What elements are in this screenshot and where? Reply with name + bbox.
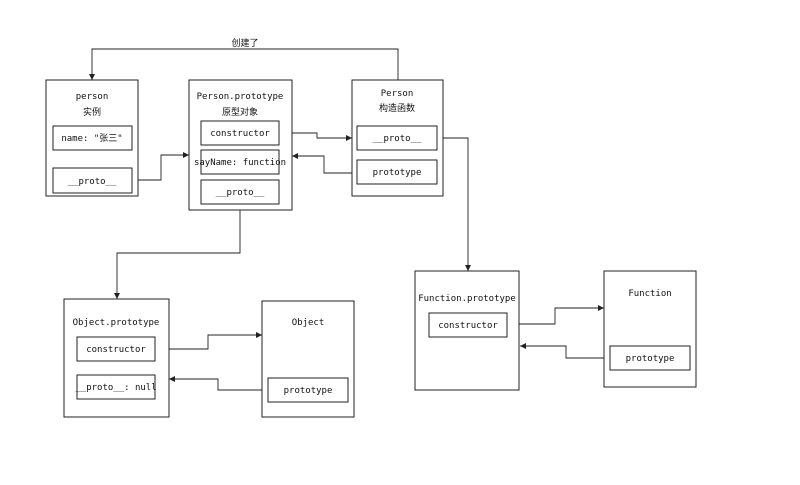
edge-function-constructor-to-Function: [507, 305, 604, 325]
node-Person-title: Person: [381, 89, 414, 99]
edge-prototype-proto-to-Object-prototype: [114, 210, 241, 299]
node-object-prototype: Object.prototype constructor __proto__: …: [63, 298, 170, 418]
node-person: person 实例 name: "张三" __proto__: [45, 79, 139, 197]
node-Object-prototype: prototype: [284, 386, 333, 396]
node-function-prototype-constructor: constructor: [438, 321, 498, 331]
node-Function-prototype: prototype: [626, 354, 675, 364]
edge-Function-prototype-to-Function-prototype: [520, 343, 610, 359]
edge-constructor-to-Person: [279, 132, 352, 141]
edge-person-proto-to-prototype: [133, 152, 189, 181]
node-Person-subtitle: 构造函数: [379, 102, 415, 114]
node-person-prototype-constructor: constructor: [210, 129, 270, 139]
edge-prototype-to-Person-prototype: [292, 153, 357, 174]
node-function-prototype: Function.prototype constructor: [414, 270, 520, 391]
edge-created-label: 创建了: [231, 37, 258, 49]
node-Person-proto: __proto__: [373, 134, 422, 144]
node-Object-title: Object: [292, 318, 325, 328]
node-person-prototype: Person.prototype 原型对象 constructor sayNam…: [188, 79, 293, 211]
edge-created-label-line: [89, 48, 399, 80]
node-Function-title: Function: [628, 289, 671, 299]
edge-Person-proto-to-Function-prototype: [437, 137, 471, 271]
edge-Object-prototype-to-Object-prototype: [169, 376, 266, 391]
node-person-prototype-sayname: sayName: function: [194, 158, 286, 168]
edge-object-constructor-to-Object: [155, 332, 262, 350]
node-Function: Function prototype: [603, 270, 697, 388]
node-Object: Object prototype: [261, 300, 355, 418]
node-person-prototype-subtitle: 原型对象: [222, 106, 258, 118]
node-person-subtitle: 实例: [83, 106, 101, 118]
node-object-prototype-constructor: constructor: [86, 345, 146, 355]
node-person-name-field: name: "张三": [61, 133, 122, 144]
node-function-prototype-title: Function.prototype: [418, 294, 516, 304]
node-object-prototype-proto: __proto__: null: [75, 383, 156, 393]
node-object-prototype-title: Object.prototype: [73, 318, 160, 328]
node-Person-prototype: prototype: [373, 168, 422, 178]
node-person-prototype-title: Person.prototype: [197, 92, 284, 102]
node-Person: Person 构造函数 __proto__ prototype: [351, 79, 444, 197]
node-person-title: person: [76, 92, 109, 102]
node-person-proto-field: __proto__: [68, 177, 117, 187]
node-person-prototype-proto: __proto__: [216, 188, 265, 198]
